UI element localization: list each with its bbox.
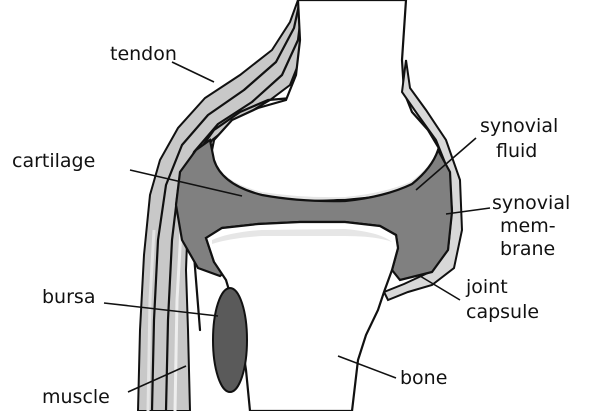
bursa [213, 288, 247, 392]
bone-label: bone [400, 367, 447, 389]
bursa-label: bursa [42, 286, 95, 308]
synovial-membrane-label-line3: brane [500, 238, 555, 260]
cartilage-label: cartilage [12, 150, 95, 172]
synovial-membrane-label-line2: mem- [500, 215, 556, 237]
muscle-label: muscle [42, 386, 110, 408]
tendon-label: tendon [110, 43, 177, 65]
synovial-fluid-label-line2: fluid [496, 140, 537, 162]
synovial-membrane-label-line1: synovial [492, 192, 570, 214]
tendon-leader [172, 62, 214, 82]
joint-capsule-label-line1: joint [465, 276, 508, 298]
joint-capsule-label-line2: capsule [466, 301, 539, 323]
synovial-fluid-label-line1: synovial [480, 115, 558, 137]
